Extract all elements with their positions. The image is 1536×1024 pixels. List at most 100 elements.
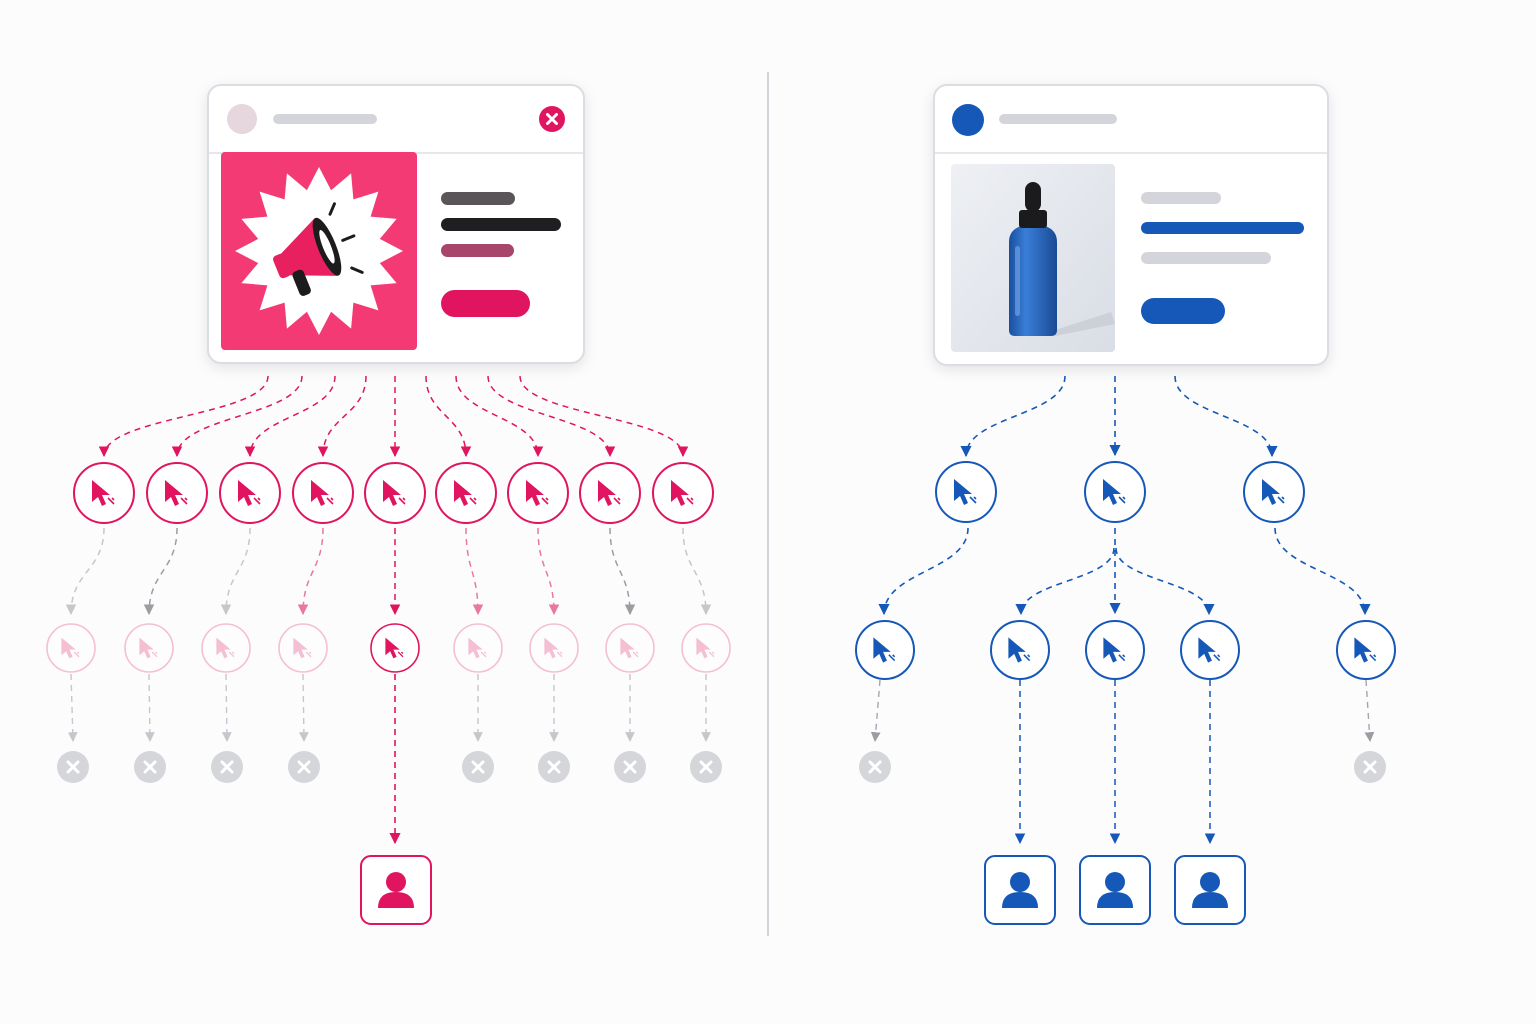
- faded-click-node[interactable]: [605, 623, 655, 673]
- avatar: [952, 104, 984, 136]
- faded-click-node[interactable]: [124, 623, 174, 673]
- edge-ad-to-click: [960, 375, 1066, 458]
- cursor-arrow-icon: [454, 480, 477, 506]
- cursor-arrow-icon: [468, 637, 487, 659]
- dropped-node: [134, 751, 166, 783]
- cursor-arrow-icon: [139, 637, 158, 659]
- cursor-arrow-icon: [1008, 637, 1031, 663]
- edge-ad-to-click: [244, 375, 336, 458]
- cursor-arrow-icon: [1354, 637, 1377, 663]
- click-node[interactable]: [507, 462, 569, 524]
- faded-click-node[interactable]: [278, 623, 328, 673]
- cursor-arrow-icon: [216, 637, 235, 659]
- cursor-arrow-icon: [383, 480, 406, 506]
- dropped-node: [462, 751, 494, 783]
- close-x-icon: [471, 760, 485, 774]
- cursor-arrow-icon: [954, 479, 977, 505]
- converted-user-node[interactable]: [360, 855, 432, 925]
- product-media: [951, 164, 1115, 352]
- cursor-arrow-icon: [696, 637, 715, 659]
- dropped-node: [690, 751, 722, 783]
- second-click-node[interactable]: [1085, 620, 1145, 680]
- click-node[interactable]: [435, 462, 497, 524]
- edge-to-drop: [1364, 679, 1375, 742]
- edge-to-drop: [870, 679, 881, 742]
- user-icon: [1192, 872, 1228, 908]
- second-click-node[interactable]: [370, 623, 420, 673]
- edge-ad-to-click: [171, 375, 303, 458]
- click-node[interactable]: [292, 462, 354, 524]
- faded-click-node[interactable]: [46, 623, 96, 673]
- close-x-icon: [547, 760, 561, 774]
- click-node[interactable]: [652, 462, 714, 524]
- second-click-node[interactable]: [855, 620, 915, 680]
- cursor-arrow-icon: [311, 480, 334, 506]
- click-node[interactable]: [219, 462, 281, 524]
- cursor-arrow-icon: [1198, 637, 1221, 663]
- click-node[interactable]: [1243, 461, 1305, 523]
- faded-click-node[interactable]: [201, 623, 251, 673]
- close-x-icon: [868, 760, 882, 774]
- close-x-icon: [1363, 760, 1377, 774]
- edge-ad-to-click: [1174, 375, 1278, 458]
- cursor-arrow-icon: [598, 480, 621, 506]
- cursor-arrow-icon: [92, 480, 115, 506]
- user-icon: [1097, 872, 1133, 908]
- edge-ad-to-click: [455, 375, 544, 458]
- edge-click-to-second: [65, 527, 105, 616]
- cursor-arrow-icon: [1103, 479, 1126, 505]
- dropped-node: [211, 751, 243, 783]
- cta-button[interactable]: [1141, 298, 1225, 324]
- close-x-icon: [623, 760, 637, 774]
- click-node[interactable]: [73, 462, 135, 524]
- second-click-node[interactable]: [990, 620, 1050, 680]
- cta-button[interactable]: [441, 290, 530, 317]
- cursor-arrow-icon: [293, 637, 312, 659]
- edge-ad-to-click: [487, 375, 616, 458]
- product-card-header: [935, 86, 1327, 154]
- dropper-bottle-icon: [951, 164, 1115, 352]
- edge-ad-to-click: [317, 375, 367, 458]
- edge-click-to-second: [297, 527, 324, 616]
- dropped-node: [288, 751, 320, 783]
- click-node[interactable]: [1084, 461, 1146, 523]
- click-node[interactable]: [935, 461, 997, 523]
- edge-ad-to-click: [98, 375, 269, 458]
- edge-click-to-second: [682, 527, 712, 616]
- dropped-node: [57, 751, 89, 783]
- text-placeholder-3: [441, 244, 514, 257]
- faded-click-node[interactable]: [453, 623, 503, 673]
- second-click-node[interactable]: [1336, 620, 1396, 680]
- edge-click-to-second: [609, 527, 636, 616]
- click-node[interactable]: [146, 462, 208, 524]
- converted-user-node[interactable]: [1174, 855, 1246, 925]
- cursor-arrow-icon: [238, 480, 261, 506]
- close-icon: [546, 113, 558, 125]
- cursor-arrow-icon: [620, 637, 639, 659]
- cursor-arrow-icon: [873, 637, 896, 663]
- close-x-icon: [143, 760, 157, 774]
- converted-user-node[interactable]: [1079, 855, 1151, 925]
- faded-click-node[interactable]: [529, 623, 579, 673]
- ad-card-left[interactable]: [207, 84, 585, 364]
- edge-to-drop: [221, 673, 232, 742]
- text-placeholder-1: [1141, 192, 1221, 204]
- click-node[interactable]: [364, 462, 426, 524]
- cursor-arrow-icon: [165, 480, 188, 506]
- product-card-right[interactable]: [933, 84, 1329, 366]
- edge-to-drop: [67, 673, 78, 742]
- edge-ad-to-click: [425, 375, 472, 458]
- avatar: [227, 104, 257, 134]
- title-placeholder: [999, 114, 1117, 124]
- cursor-arrow-icon: [544, 637, 563, 659]
- edge-click-to-second: [1274, 527, 1371, 616]
- converted-user-node[interactable]: [984, 855, 1056, 925]
- second-click-node[interactable]: [1180, 620, 1240, 680]
- faded-click-node[interactable]: [681, 623, 731, 673]
- click-node[interactable]: [579, 462, 641, 524]
- cursor-arrow-icon: [385, 637, 404, 659]
- close-button[interactable]: [539, 106, 565, 132]
- user-icon: [378, 872, 414, 908]
- edge-click-to-second: [1015, 547, 1115, 616]
